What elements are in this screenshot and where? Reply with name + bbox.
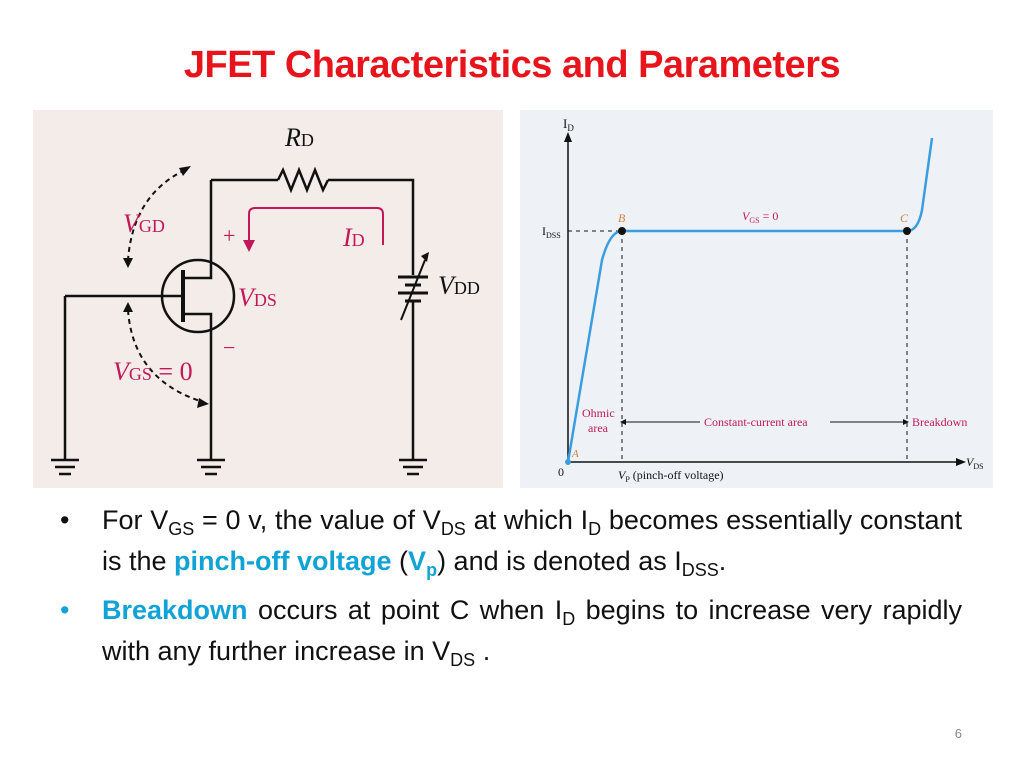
rd-label: RD [284,123,314,152]
idss-label: IDSS [542,224,561,240]
page-number: 6 [954,726,962,741]
jfet-circuit-diagram: RD VGD ID + − VDS VDD VGS = 0 [33,110,503,488]
bullet-pinch-off: • For VGS = 0 v, the value of VDS at whi… [60,500,962,582]
jfet-characteristic-graph: ID IDSS B C VGS = 0 Ohmic area Constant-… [520,110,993,488]
point-c-marker [903,227,911,235]
current-arrow [248,207,384,245]
vdd-label: VDD [438,271,480,300]
point-b-marker [618,227,626,235]
point-c-label: C [900,211,909,225]
ohmic-label-1: Ohmic [582,406,615,420]
ground-1 [51,455,79,476]
point-a-label: A [571,448,579,460]
slide-title: JFET Characteristics and Parameters [183,44,841,86]
x-axis-label: VDS [966,455,984,471]
y-axis-label: ID [563,116,574,133]
point-a-marker [565,459,571,465]
constant-current-label: Constant-current area [704,415,808,429]
id-label: ID [342,223,365,252]
origin-label: 0 [558,465,564,479]
vp-label: VP (pinch-off voltage) [618,468,724,484]
vgd-arc [127,169,186,261]
resistor-rd [276,166,330,194]
vgs-label: VGS = 0 [113,357,193,386]
curve-label: VGS = 0 [742,209,778,225]
bullet-list: • For VGS = 0 v, the value of VDS at whi… [60,500,962,680]
variable-arrow [400,259,426,321]
ground-3 [399,455,427,476]
breakdown-label: Breakdown [912,415,967,429]
ground-2 [197,455,225,476]
bullet-breakdown: • Breakdown occurs at point C when ID be… [60,590,962,672]
bullet-marker: • [60,595,70,625]
top-wire-right [328,178,415,270]
vgs-arc [127,309,204,403]
bullet-marker: • [60,505,70,535]
point-b-label: B [618,211,626,225]
vgd-label: VGD [123,209,165,238]
source-lead [183,312,213,455]
drain-lead [183,265,213,280]
pinch-off-highlight: pinch-off voltage [174,546,392,576]
vds-label: VDS [238,283,277,312]
vgs0-curve [566,137,934,463]
graph-svg: ID IDSS B C VGS = 0 Ohmic area Constant-… [542,116,984,484]
plus-sign: + [223,223,235,248]
ohmic-label-2: area [588,421,609,435]
breakdown-highlight: Breakdown [102,595,248,625]
minus-sign: − [223,335,235,360]
circuit-svg: RD VGD ID + − VDS VDD VGS = 0 [51,123,480,476]
